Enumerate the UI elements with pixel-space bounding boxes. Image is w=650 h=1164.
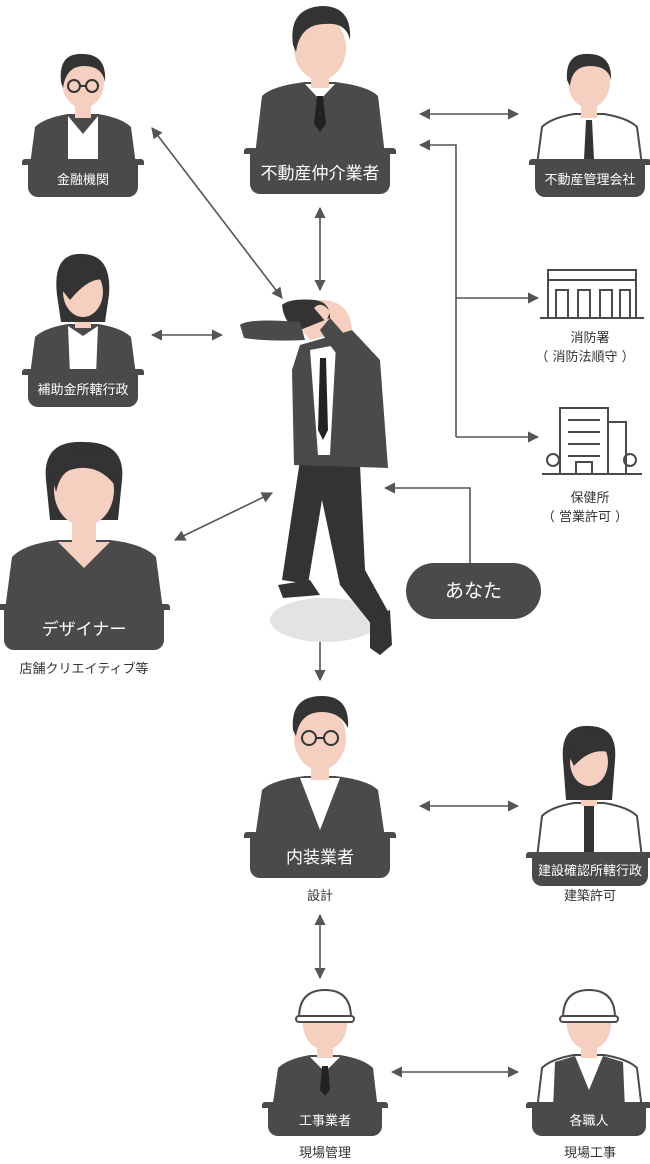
designer-person: [5, 441, 163, 610]
subsidy-badge: 補助金所轄行政: [22, 369, 144, 407]
arrow-you-person: [383, 482, 471, 566]
craftsmen-label: 各職人: [569, 1114, 609, 1129]
subsidy-person: [30, 253, 136, 375]
craftsmen-badge: 各職人: [526, 1102, 650, 1136]
subsidy-label: 補助金所轄行政: [37, 383, 129, 398]
stressed-person: [240, 299, 392, 655]
finance-label: 金融機関: [56, 173, 109, 188]
building-admin-person: [535, 725, 644, 859]
health-center-icon: [542, 407, 642, 475]
health-center-label: 保健所: [570, 491, 610, 506]
connectors: [150, 108, 540, 1078]
interior-sublabel: 設計: [306, 889, 333, 904]
property-mgmt-person: [535, 53, 644, 166]
interior-label: 内装業者: [286, 848, 354, 868]
interior-badge: 内装業者: [244, 832, 396, 878]
finance-badge: 金融機関: [22, 159, 144, 197]
interior-person: [255, 696, 385, 838]
designer-sublabel: 店舗クリエイティブ等: [19, 662, 149, 677]
building-admin-sublabel: 建築許可: [563, 889, 616, 904]
contractor-label: 工事業者: [298, 1114, 351, 1129]
property-mgmt-label: 不動産管理会社: [544, 173, 636, 188]
fire-station-icon: [540, 269, 644, 319]
building-admin-badge: 建設確認所轄行政: [526, 852, 650, 886]
property-mgmt-badge: 不動産管理会社: [529, 159, 650, 197]
designer-label: デザイナー: [41, 620, 127, 640]
fire-station-label: 消防署: [570, 331, 610, 346]
fire-station-sublabel: （ 消防法順守 ）: [535, 350, 635, 365]
arrow-finance-you: [151, 127, 283, 299]
realtor-badge: 不動産仲介業者: [244, 148, 396, 194]
building-admin-label: 建設確認所轄行政: [537, 864, 642, 879]
you-bubble: あなた: [406, 563, 541, 619]
craftsmen-person: [535, 988, 644, 1111]
contractor-badge: 工事業者: [262, 1102, 388, 1136]
designer-badge: デザイナー: [0, 604, 170, 650]
contractor-sublabel: 現場管理: [298, 1146, 351, 1161]
arrow-designer-you: [173, 492, 274, 541]
health-center-sublabel: （ 営業許可 ）: [541, 510, 629, 525]
craftsmen-sublabel: 現場工事: [563, 1146, 616, 1161]
arrow-realtor-branch: [418, 139, 457, 437]
finance-person: [30, 53, 136, 165]
realtor-person: [255, 6, 385, 155]
contractor-person: [272, 988, 378, 1110]
realtor-label: 不動産仲介業者: [260, 164, 380, 184]
